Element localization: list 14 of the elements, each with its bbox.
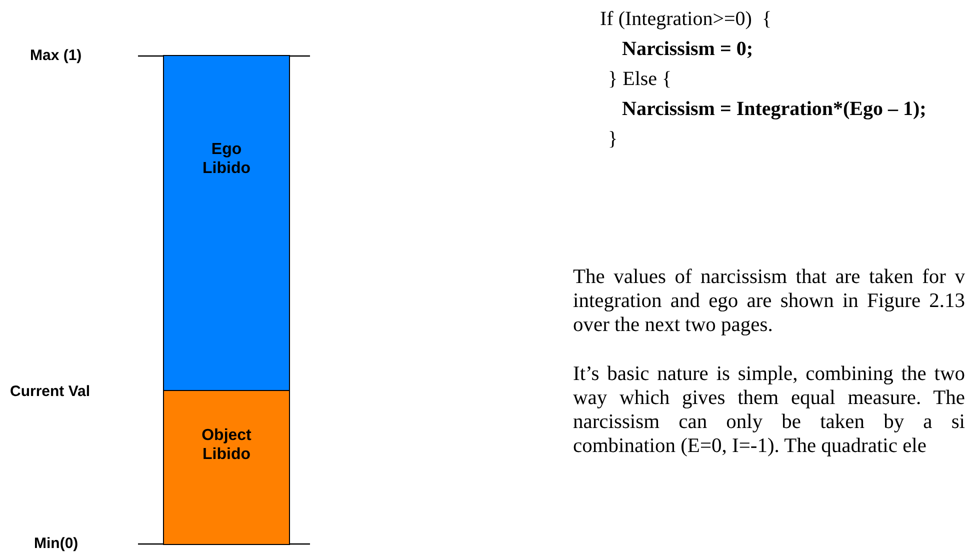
code-line: } (608, 128, 618, 151)
paragraph: The values of narcissism that are taken for v integration and ego are shown in Figure 2.13 over the next two pages. (573, 265, 965, 337)
bar-segment (163, 55, 290, 392)
code-line: Narcissism = 0; (622, 38, 754, 61)
bar-segment (163, 390, 290, 545)
segment-label: Ego Libido (202, 140, 252, 178)
axis-label: Current Val (10, 383, 90, 400)
code-line: If (Integration>=0) { (600, 8, 772, 31)
code-line: } Else { (608, 68, 672, 91)
axis-label: Max (1) (30, 47, 82, 64)
segment-label: Object Libido (200, 426, 252, 464)
code-line: Narcissism = Integration*(Ego – 1); (622, 98, 926, 121)
axis-label: Min(0) (34, 535, 78, 552)
paragraph: It’s basic nature is simple, combining the two way which gives them equal measure. The narcissism can only be taken by a si combination (E=0, I=-1). The quadratic ele (573, 362, 965, 458)
